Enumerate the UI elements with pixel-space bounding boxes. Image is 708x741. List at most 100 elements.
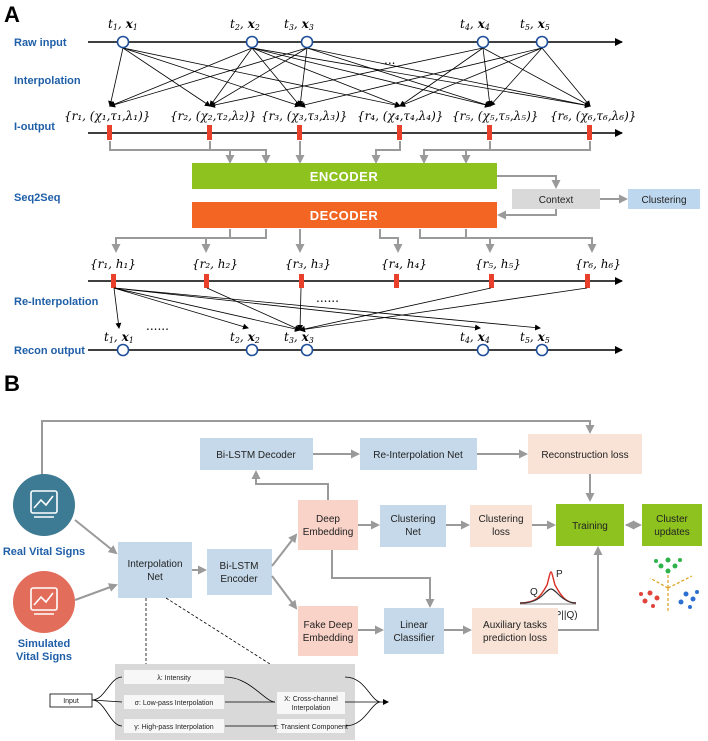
- clustering-box: [628, 189, 700, 209]
- fake-emb-line1: Fake Deep: [304, 620, 353, 631]
- detail-intensity: λ: Intensity: [157, 675, 191, 682]
- simulated-label-line1: Simulated: [18, 638, 71, 650]
- i-output-4: {r₄, (χ₄,τ₄,λ₄)}: [357, 109, 443, 123]
- recon-loss-label: Reconstruction loss: [541, 450, 628, 461]
- clustering-net-box: [380, 505, 446, 547]
- aux-loss-box: [472, 608, 558, 654]
- aux-loss-line2: prediction loss: [483, 633, 547, 644]
- context-box: [512, 189, 600, 209]
- bilstm-encoder-box: [207, 549, 272, 595]
- i-output-5: {r₅, (χ₅,τ₅,λ₅)}: [452, 109, 538, 123]
- cluster-scatter-icon: [639, 557, 699, 612]
- raw-point-label: t2, x2: [230, 17, 260, 32]
- svg-text:t5, x5: t5, x5: [520, 17, 550, 32]
- context-to-decoder-arrow: [497, 209, 557, 220]
- hidden-6: {r₆, h₆}: [575, 257, 621, 271]
- svg-text:t4, x4: t4, x4: [460, 17, 490, 32]
- recon-point-label: t5, x5: [520, 330, 550, 345]
- raw-input-label: Raw input: [14, 37, 67, 49]
- detail-cross-box: [277, 692, 345, 714]
- real-vital-signs-label: Real Vital Signs: [3, 546, 85, 558]
- hidden-4: {r₄, h₄}: [381, 257, 427, 271]
- recon-point-label: t4, x4: [460, 330, 490, 345]
- cluster-updates-line2: updates: [654, 527, 690, 538]
- clustering-loss-line2: loss: [492, 527, 510, 538]
- real-to-interp-arrow: [74, 519, 118, 555]
- simulated-vital-signs-icon: [13, 571, 75, 633]
- raw-point-label: t1, x1: [108, 17, 138, 32]
- re-interp-ellipsis-top: ......: [316, 291, 339, 305]
- recon-point-label: t2, x2: [230, 330, 260, 345]
- re-interp-ellipsis-bottom: ......: [146, 319, 169, 333]
- panel-a-letter: A: [4, 2, 20, 27]
- training-label: Training: [572, 521, 608, 532]
- deep-emb-line2: Embedding: [303, 527, 354, 538]
- re-interpolation-label: Re-Interpolation: [14, 296, 99, 308]
- cluster-updates-box: [642, 504, 702, 546]
- svg-text:t3, x3: t3, x3: [284, 17, 314, 32]
- deep-to-decoder-arrow: [251, 470, 329, 500]
- decoder-block: [192, 202, 497, 228]
- decoder-output-connectors: [111, 229, 597, 253]
- decoder-label: DECODER: [310, 208, 379, 223]
- svg-text:t1, x1: t1, x1: [104, 330, 134, 345]
- clustering-label: Clustering: [641, 195, 686, 206]
- detail-highpass: γ: High-pass Interpolation: [134, 724, 213, 731]
- recon-circles: [116, 343, 549, 357]
- deep-embedding-box: [298, 500, 358, 550]
- detail-cross-line1: X: Cross-channel: [284, 696, 338, 703]
- detail-intensity-box: [124, 670, 224, 684]
- detail-transient: τ: Transient Component: [274, 724, 348, 731]
- encoder-label: ENCODER: [310, 169, 379, 184]
- clustering-loss-box: [470, 505, 532, 547]
- hidden-3: {r₃, h₃}: [285, 257, 331, 271]
- interpolation-lines: [108, 47, 591, 109]
- encoder-input-connectors: [109, 141, 591, 164]
- hidden-markers: [111, 274, 590, 288]
- clustering-loss-line1: Clustering: [478, 514, 523, 525]
- interp-net-line1: Interpolation: [127, 559, 182, 570]
- deep-emb-line1: Deep: [316, 514, 340, 525]
- svg-text:t4, x4: t4, x4: [460, 330, 490, 345]
- i-output-6: {r₆, (χ₆,τ₆,λ₆)}: [550, 109, 636, 123]
- bilstm-dec-label: Bi-LSTM Decoder: [216, 450, 296, 461]
- interpolation-label: Interpolation: [14, 75, 81, 87]
- fake-emb-line2: Embedding: [303, 633, 354, 644]
- linear-cls-line1: Linear: [400, 620, 428, 631]
- i-output-1: {r₁, (χ₁,τ₁,λ₁)}: [64, 109, 150, 123]
- training-box: [556, 504, 624, 546]
- panel-b-letter: B: [4, 371, 20, 396]
- context-label: Context: [539, 195, 574, 206]
- kl-q-label: Q: [530, 587, 538, 598]
- fake-embedding-box: [298, 606, 358, 656]
- i-output-2: {r₂, (χ₂,τ₂,λ₂)}: [170, 109, 256, 123]
- hidden-2: {r₂, h₂}: [192, 257, 238, 271]
- encoder-to-deep-arrow: [271, 533, 298, 567]
- detail-cross-line2: Interpolation: [292, 705, 331, 712]
- recon-point-label: t1, x1: [104, 330, 134, 345]
- reinterp-net-label: Re-Interpolation Net: [373, 450, 463, 461]
- detail-transient-box: [277, 719, 345, 733]
- clustering-net-line2: Net: [405, 527, 421, 538]
- svg-text:t2, x2: t2, x2: [230, 330, 260, 345]
- simulated-label-line2: Vital Signs: [16, 651, 72, 663]
- raw-point-label: t5, x5: [520, 17, 550, 32]
- reconstruction-loss-box: [528, 434, 642, 474]
- bilstm-enc-line2: Encoder: [220, 574, 258, 585]
- encoder-to-fake-arrow: [271, 575, 298, 610]
- cluster-updates-line1: Cluster: [656, 514, 688, 525]
- aux-loss-line1: Auxiliary tasks: [483, 620, 547, 631]
- raw-point-label: t3, x3: [284, 17, 314, 32]
- raw-circles: [116, 35, 549, 49]
- seq2seq-label: Seq2Seq: [14, 192, 60, 204]
- re-interpolation-lines: [113, 287, 588, 333]
- bilstm-enc-line1: Bi-LSTM: [220, 561, 259, 572]
- i-output-label: I-output: [14, 121, 55, 133]
- reinterp-net-box: [360, 438, 477, 470]
- svg-text:t5, x5: t5, x5: [520, 330, 550, 345]
- svg-text:t1, x1: t1, x1: [108, 17, 138, 32]
- i-output-3: {r₃, (χ₃,τ₃,λ₃)}: [261, 109, 347, 123]
- raw-point-label: t4, x4: [460, 17, 490, 32]
- detail-lowpass: σ: Low-pass Interpolation: [135, 700, 214, 707]
- encoder-to-context-arrow: [497, 175, 561, 189]
